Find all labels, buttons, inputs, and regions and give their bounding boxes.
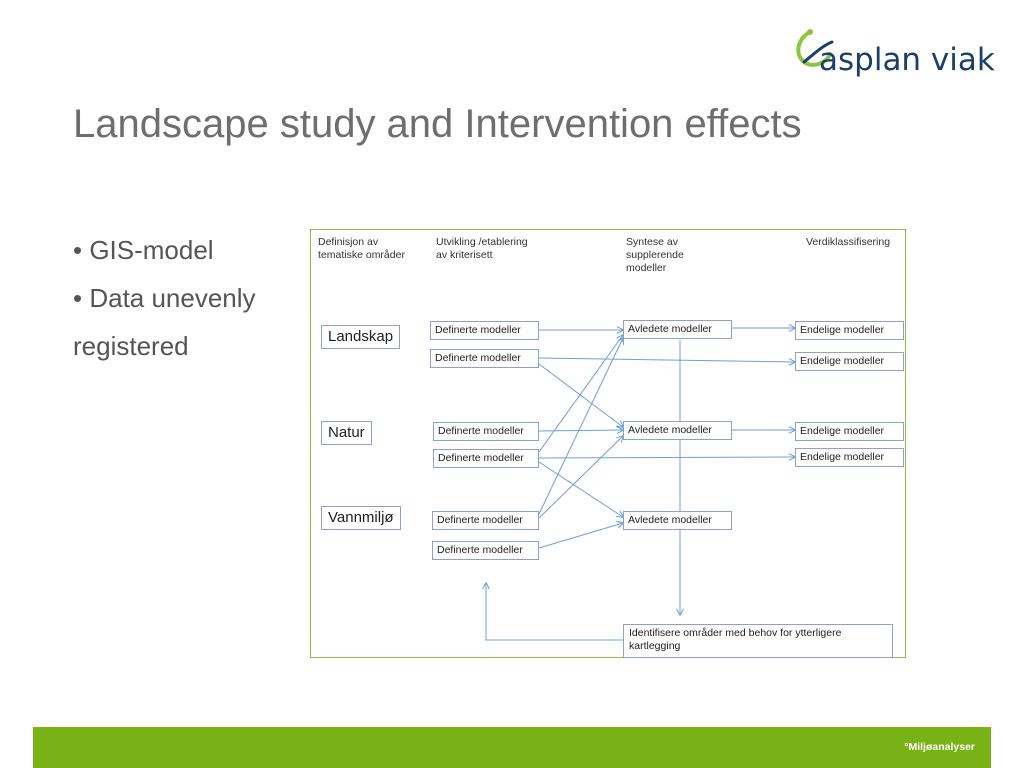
arrow	[538, 363, 623, 427]
logo-swirl-icon	[796, 29, 834, 67]
arrow-layer	[311, 230, 907, 641]
final-model-box: Endelige modeller	[795, 422, 904, 441]
footer-text: °Miljøanalyser	[904, 741, 975, 753]
arrow	[538, 436, 623, 519]
theme-box-landskap: Landskap	[321, 325, 401, 349]
defined-model-box: Definerte modeller	[430, 349, 539, 368]
defined-model-box: Definerte modeller	[432, 511, 539, 530]
header-col2: Utvikling /etablering av kriterisett	[436, 236, 528, 261]
arrow	[538, 338, 623, 515]
arrow	[486, 583, 623, 641]
defined-model-box: Definerte modeller	[430, 321, 539, 340]
bullet-list: • GIS-model • Data unevenly registered	[73, 232, 303, 376]
derived-model-box: Avledete modeller	[623, 320, 732, 339]
arrow	[538, 457, 795, 458]
defined-model-box: Definerte modeller	[433, 422, 539, 441]
identify-areas-box: Identifisere områder med behov for ytter…	[623, 624, 893, 658]
flow-diagram: Definisjon av tematiske områder Utviklin…	[310, 229, 906, 658]
bullet-item: • Data unevenly	[73, 283, 256, 313]
arrow	[538, 357, 795, 362]
header-col4: Verdiklassifisering	[806, 236, 891, 248]
arrow	[538, 461, 623, 517]
bullet-item: registered	[73, 331, 189, 361]
arrow	[538, 430, 623, 431]
arrow	[538, 523, 623, 549]
header-col3: Syntese av supplerende modeller	[626, 236, 684, 274]
theme-box-vannmiljo: Vannmiljø	[321, 506, 401, 530]
footer-bar: °Miljøanalyser	[33, 727, 991, 768]
header-col1: Definisjon av tematiske områder	[318, 236, 405, 261]
theme-box-natur: Natur	[321, 421, 372, 445]
derived-model-box: Avledete modeller	[623, 511, 732, 530]
defined-model-box: Definerte modeller	[432, 541, 539, 560]
final-model-box: Endelige modeller	[795, 352, 904, 371]
defined-model-box: Definerte modeller	[433, 449, 539, 468]
arrow	[538, 335, 623, 453]
final-model-box: Endelige modeller	[795, 448, 904, 467]
page-title: Landscape study and Intervention effects	[73, 102, 802, 146]
bullet-item: • GIS-model	[73, 235, 214, 265]
final-model-box: Endelige modeller	[795, 321, 904, 340]
derived-model-box: Avledete modeller	[623, 421, 732, 440]
logo-text: asplan viak	[819, 42, 995, 78]
